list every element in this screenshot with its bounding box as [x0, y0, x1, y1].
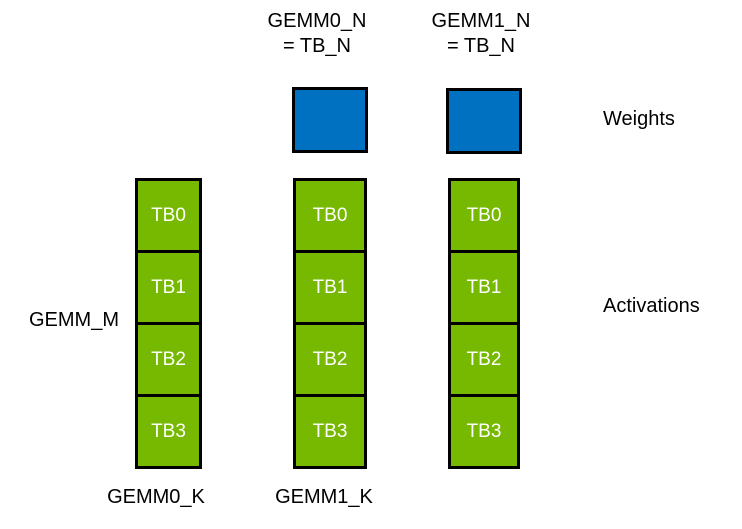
gemm0-k-label: GEMM0_K: [107, 486, 205, 508]
activations-column-gemm-m: TB0 TB1 TB2 TB3: [135, 178, 202, 469]
activations-column-gemm0: TB0 TB1 TB2 TB3: [293, 178, 367, 469]
gemm1-n-line1: GEMM1_N: [431, 10, 531, 32]
weights-box-gemm0: [292, 87, 368, 153]
gemm0-n-line2: = TB_N: [283, 35, 351, 57]
tb-block: TB1: [135, 250, 202, 325]
tb-block: TB3: [448, 394, 520, 469]
gemm0-n-line1: GEMM0_N: [267, 10, 367, 32]
activations-label: Activations: [603, 295, 700, 317]
tb-block: TB2: [448, 322, 520, 397]
gemm1-k-label: GEMM1_K: [275, 486, 373, 508]
tb-block: TB1: [293, 250, 367, 325]
gemm1-n-header: GEMM1_N = TB_N: [416, 9, 546, 59]
tb-block: TB2: [135, 322, 202, 397]
gemm1-n-line2: = TB_N: [447, 35, 515, 57]
gemm-m-label: GEMM_M: [29, 309, 119, 331]
tb-block: TB0: [135, 178, 202, 253]
gemm0-n-header: GEMM0_N = TB_N: [252, 9, 382, 59]
tb-block: TB1: [448, 250, 520, 325]
tb-block: TB2: [293, 322, 367, 397]
weights-box-gemm1: [446, 88, 522, 154]
activations-column-gemm1: TB0 TB1 TB2 TB3: [448, 178, 520, 469]
weights-label: Weights: [603, 108, 675, 130]
tb-block: TB3: [293, 394, 367, 469]
tb-block: TB3: [135, 394, 202, 469]
tb-block: TB0: [448, 178, 520, 253]
tb-block: TB0: [293, 178, 367, 253]
